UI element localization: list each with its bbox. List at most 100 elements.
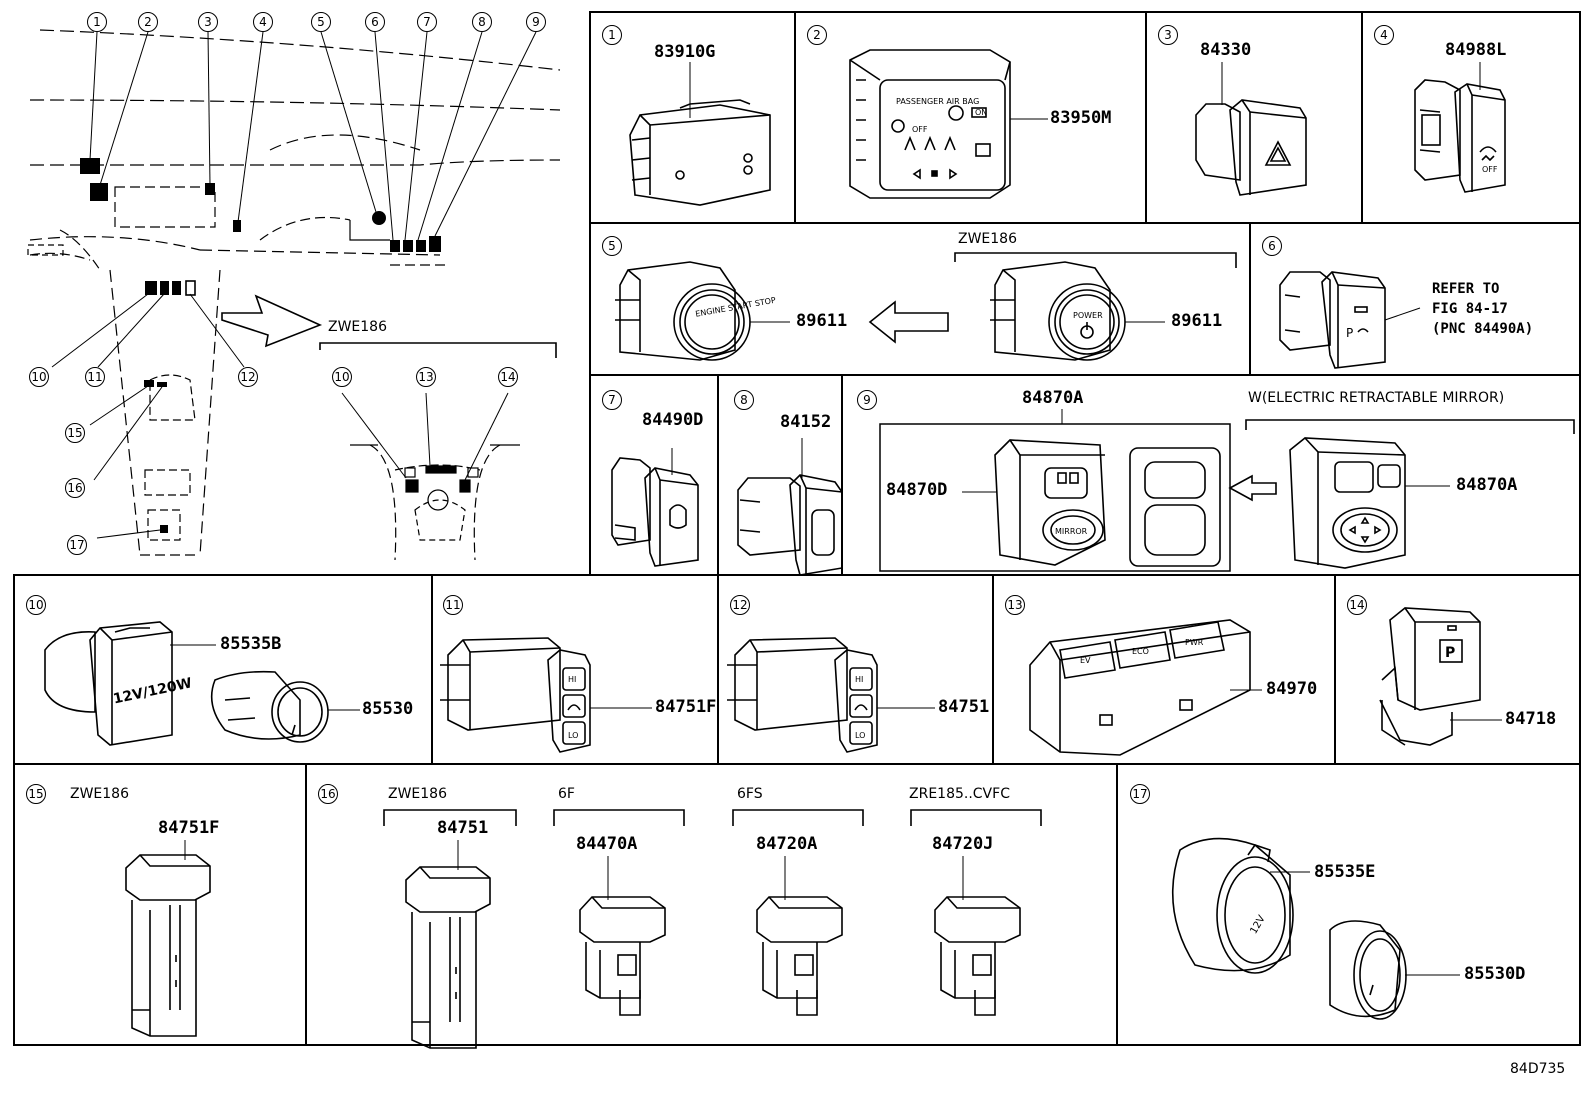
refer-pnc-text: (PNC 84490A): [1432, 321, 1534, 337]
callout-7: 7: [417, 12, 437, 32]
part-number-84751-12: 84751: [938, 697, 990, 717]
vsc-off-text: OFF: [1482, 165, 1498, 174]
part-84718-drawing: [1379, 607, 1481, 746]
parking-brake-text: P: [1445, 645, 1455, 661]
part-84870D-drawing: [994, 439, 1106, 566]
part-number-85535B: 85535B: [220, 634, 282, 654]
part-number-84152: 84152: [780, 412, 832, 432]
replacement-arrow-icon: [868, 300, 949, 344]
part-84970-drawing: [1029, 619, 1251, 756]
dashboard-overview: [27, 29, 561, 556]
callout-10-inset: 10: [332, 367, 352, 387]
part-number-84751F: 84751F: [655, 697, 717, 717]
part-number-84870D: 84870D: [886, 480, 948, 500]
heater-hi-text-2: HI: [855, 675, 863, 684]
variant-bracket-9: [1245, 419, 1575, 434]
mirror-switch-bezel-drawing: [1129, 447, 1221, 567]
overview-variant-label: ZWE186: [328, 319, 388, 335]
panel-11-number: 11: [443, 595, 463, 615]
part-84988L-drawing: [1414, 79, 1506, 193]
part-84720J-drawing: [934, 896, 1021, 1016]
heater-lo-text: LO: [568, 731, 578, 740]
eco-mode-text: ECO: [1132, 647, 1149, 656]
variant-bracket: [319, 342, 557, 358]
part-84751F-drawing: [440, 637, 591, 753]
panel-15-number: 15: [26, 784, 46, 804]
ev-mode-text: EV: [1080, 656, 1091, 665]
refer-fig-text: FIG 84-17: [1432, 301, 1508, 317]
mirror-switch-group-box: [879, 423, 1231, 572]
panel-4-number: 4: [1374, 25, 1394, 45]
part-number-84718: 84718: [1505, 709, 1557, 729]
diagram-code: 84D735: [1510, 1061, 1566, 1077]
panel-12-number: 12: [730, 595, 750, 615]
airbag-off-text: OFF: [912, 125, 928, 134]
part-number-84490D: 84490D: [642, 410, 704, 430]
part-number-89611-left: 89611: [796, 311, 848, 331]
bracket-16c: [732, 809, 864, 826]
leader-84490A: [1384, 307, 1421, 321]
part-number-89611-right: 89611: [1171, 311, 1223, 331]
pwr-mode-text: PWR: [1185, 638, 1204, 647]
part-number-84870A-top: 84870A: [1022, 388, 1084, 408]
dashboard-marker-12: [185, 280, 196, 296]
panel-9-number: 9: [857, 390, 877, 410]
part-number-84988L: 84988L: [1445, 40, 1507, 60]
part-number-84330: 84330: [1200, 40, 1252, 60]
panel-grid: [13, 11, 1581, 1046]
panel-2-number: 2: [807, 25, 827, 45]
console-inset: [350, 444, 520, 561]
variant-arrow-icon: [1228, 474, 1277, 502]
callout-14: 14: [498, 367, 518, 387]
bracket-16a: [383, 809, 517, 826]
callout-11: 11: [85, 367, 105, 387]
bracket-16d: [910, 809, 1042, 826]
callout-10: 10: [29, 367, 49, 387]
callout-5: 5: [311, 12, 331, 32]
panel-15-variant: ZWE186: [70, 786, 130, 802]
panel-1-number: 1: [602, 25, 622, 45]
part-85535E-drawing: [1171, 837, 1294, 974]
callout-1: 1: [87, 12, 107, 32]
panel-16-variant-b: 6F: [558, 786, 575, 802]
pointer-arrow-icon: [221, 294, 323, 348]
callout-4: 4: [253, 12, 273, 32]
part-84751-vertical-drawing: [405, 866, 491, 1049]
part-number-84751F-15: 84751F: [158, 818, 220, 838]
part-85535B-drawing: [44, 621, 173, 746]
part-84870A-retractable-drawing: [1289, 437, 1406, 569]
heater-lo-text-2: LO: [855, 731, 865, 740]
panel-5-number: 5: [602, 236, 622, 256]
bracket-16b: [553, 809, 685, 826]
panel-16-variant-a: ZWE186: [388, 786, 448, 802]
part-84330-drawing: [1195, 99, 1307, 196]
socket-rating-text: 12V/120W: [112, 675, 194, 707]
refer-to-text: REFER TO: [1432, 281, 1500, 297]
panel-6-number: 6: [1262, 236, 1282, 256]
part-84490D-drawing: [611, 457, 699, 567]
part-89611-power-button-drawing: [990, 261, 1126, 361]
variant-bracket-5: [954, 252, 1237, 268]
dashboard-markers: [80, 158, 441, 533]
part-number-84720J: 84720J: [932, 834, 994, 854]
part-84751F-vertical-drawing: [125, 854, 211, 1037]
part-number-85530: 85530: [362, 699, 414, 719]
part-number-85535E: 85535E: [1314, 862, 1376, 882]
panel-16-variant-c: 6FS: [737, 786, 763, 802]
part-number-84470A: 84470A: [576, 834, 638, 854]
panel-10-number: 10: [26, 595, 46, 615]
callout-2: 2: [138, 12, 158, 32]
overview-leaders: [51, 31, 537, 539]
panel-16-variant-d: ZRE185..CVFC: [909, 786, 1010, 802]
power-text: POWER: [1073, 311, 1103, 320]
heater-hi-text: HI: [568, 675, 576, 684]
callout-16: 16: [65, 478, 85, 498]
part-85530D-drawing: [1329, 920, 1407, 1020]
airbag-on-text: ON: [975, 108, 987, 117]
panel-3-number: 3: [1158, 25, 1178, 45]
callout-8: 8: [472, 12, 492, 32]
panel-9-variant: W(ELECTRIC RETRACTABLE MIRROR): [1248, 390, 1505, 406]
callout-9: 9: [526, 12, 546, 32]
part-number-84751-16: 84751: [437, 818, 489, 838]
